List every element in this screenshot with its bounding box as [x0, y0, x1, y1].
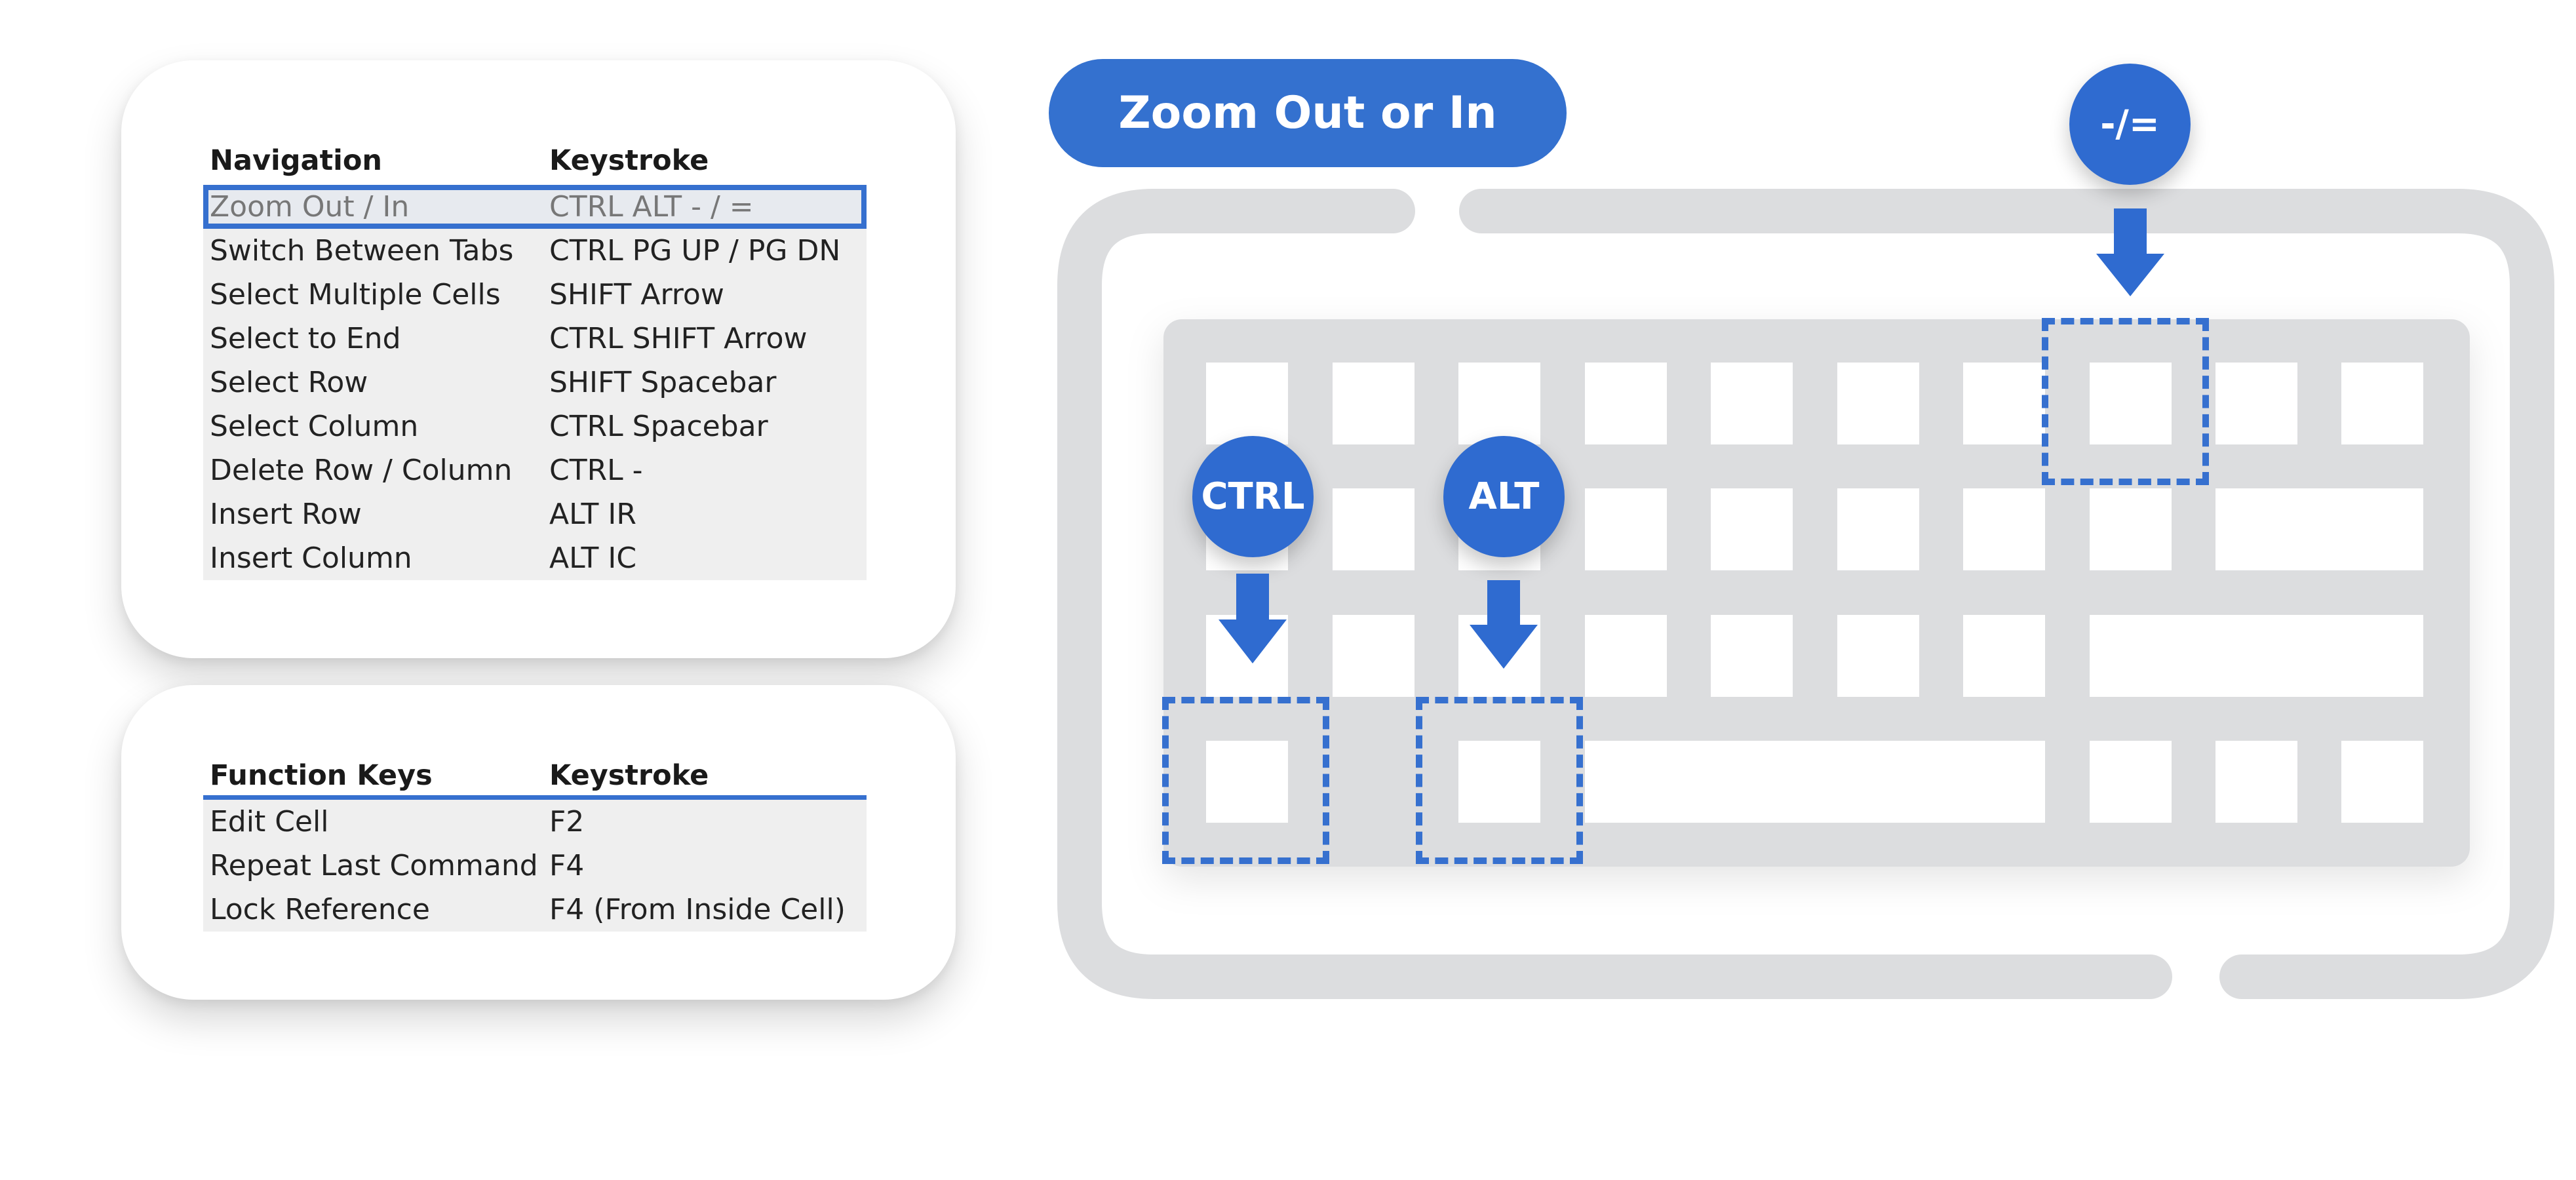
- table-row: Insert Column ALT IC: [203, 536, 867, 580]
- down-arrow-icon: [1219, 574, 1287, 663]
- function-keys-header: Function Keys: [210, 759, 433, 792]
- function-table-header: Function Keys Keystroke: [203, 751, 867, 800]
- minus-equals-key-highlight: [2042, 318, 2209, 485]
- keyboard-key: [1711, 363, 1793, 444]
- row-action: Select Column: [210, 410, 419, 443]
- keyboard-key: [2090, 741, 2172, 823]
- keyboard-key: [2215, 363, 2297, 444]
- row-keys: CTRL SHIFT Arrow: [549, 322, 808, 355]
- function-table-body: Edit Cell F2 Repeat Last Command F4 Lock…: [203, 800, 867, 932]
- row-action: Zoom Out / In: [210, 190, 410, 224]
- row-keys: CTRL Spacebar: [549, 410, 768, 443]
- row-keys: F4 (From Inside Cell): [549, 893, 846, 926]
- keyboard-key: [1585, 741, 2045, 823]
- alt-key-label: ALT: [1443, 436, 1565, 557]
- ctrl-key-label: CTRL: [1192, 436, 1314, 557]
- ctrl-label-text: CTRL: [1201, 475, 1305, 518]
- keystroke-header: Keystroke: [549, 144, 709, 177]
- keyboard-key: [1837, 488, 1919, 570]
- row-action: Switch Between Tabs: [210, 234, 514, 267]
- keyboard-key: [2341, 741, 2423, 823]
- down-arrow-icon: [2096, 208, 2164, 296]
- keyboard-key: [2090, 363, 2172, 444]
- row-keys: F2: [549, 805, 585, 838]
- row-action: Edit Cell: [210, 805, 329, 838]
- navigation-card: Navigation Keystroke Zoom Out / In CTRL …: [121, 60, 956, 658]
- row-action: Insert Row: [210, 498, 362, 531]
- row-action: Delete Row / Column: [210, 454, 513, 487]
- keyboard-key: [2090, 615, 2423, 697]
- alt-label-text: ALT: [1468, 475, 1540, 518]
- alt-key-highlight: [1416, 697, 1583, 864]
- navigation-table-header: Navigation Keystroke: [203, 136, 867, 185]
- minus-equals-label-text: -/=: [2100, 103, 2160, 146]
- keyboard-key: [2341, 363, 2423, 444]
- function-keys-table: Function Keys Keystroke Edit Cell F2 Rep…: [203, 751, 867, 932]
- row-keys: CTRL PG UP / PG DN: [549, 234, 841, 267]
- row-action: Lock Reference: [210, 893, 430, 926]
- row-action: Select Row: [210, 366, 368, 399]
- keyboard-key: [1333, 363, 1415, 444]
- table-row: Select to End CTRL SHIFT Arrow: [203, 317, 867, 361]
- keystroke-header: Keystroke: [549, 759, 709, 792]
- row-keys: SHIFT Spacebar: [549, 366, 777, 399]
- keyboard-key: [1458, 363, 1540, 444]
- keyboard-key: [1585, 488, 1667, 570]
- navigation-table-body: Zoom Out / In CTRL ALT - / = Switch Betw…: [203, 185, 867, 580]
- keyboard-key: [1963, 363, 2045, 444]
- keyboard-key: [1206, 741, 1288, 823]
- table-row: Delete Row / Column CTRL -: [203, 448, 867, 492]
- navigation-header: Navigation: [210, 144, 383, 177]
- navigation-table: Navigation Keystroke Zoom Out / In CTRL …: [203, 136, 867, 580]
- row-action: Select Multiple Cells: [210, 278, 501, 311]
- row-keys: ALT IC: [549, 541, 637, 575]
- keyboard-key: [1333, 615, 1415, 697]
- row-keys: ALT IR: [549, 498, 636, 531]
- diagram-title: Zoom Out or In: [1118, 87, 1497, 139]
- keyboard-key: [1963, 615, 2045, 697]
- keyboard-key: [1711, 488, 1793, 570]
- keyboard-key: [2215, 741, 2297, 823]
- keyboard-key: [1837, 615, 1919, 697]
- keyboard-key: [1458, 741, 1540, 823]
- keyboard-key: [1333, 488, 1415, 570]
- table-row: Select Multiple Cells SHIFT Arrow: [203, 273, 867, 317]
- table-row: Edit Cell F2: [203, 800, 867, 844]
- table-row-zoom: Zoom Out / In CTRL ALT - / =: [203, 185, 867, 229]
- row-keys: CTRL -: [549, 454, 643, 487]
- keyboard-key: [1837, 363, 1919, 444]
- row-keys: CTRL ALT - / =: [549, 190, 754, 224]
- row-action: Repeat Last Command: [210, 849, 538, 882]
- keyboard-key: [1206, 363, 1288, 444]
- keyboard-key: [1585, 615, 1667, 697]
- table-row: Repeat Last Command F4: [203, 844, 867, 888]
- keyboard-key: [1585, 363, 1667, 444]
- table-row: Lock Reference F4 (From Inside Cell): [203, 888, 867, 932]
- table-row: Select Column CTRL Spacebar: [203, 404, 867, 448]
- table-row: Insert Row ALT IR: [203, 492, 867, 536]
- ctrl-key-highlight: [1162, 697, 1329, 864]
- keyboard-key: [1963, 488, 2045, 570]
- keyboard-key: [1711, 615, 1793, 697]
- table-row: Select Row SHIFT Spacebar: [203, 361, 867, 404]
- zoom-title-pill: Zoom Out or In: [1049, 59, 1567, 167]
- row-keys: SHIFT Arrow: [549, 278, 724, 311]
- row-action: Insert Column: [210, 541, 412, 575]
- keyboard-key: [2090, 488, 2172, 570]
- function-keys-card: Function Keys Keystroke Edit Cell F2 Rep…: [121, 685, 956, 1000]
- row-action: Select to End: [210, 322, 401, 355]
- table-row: Switch Between Tabs CTRL PG UP / PG DN: [203, 229, 867, 273]
- keyboard-outline: [1057, 189, 2554, 999]
- keyboard-key: [2215, 488, 2423, 570]
- row-keys: F4: [549, 849, 585, 882]
- down-arrow-icon: [1470, 580, 1538, 669]
- minus-equals-key-label: -/=: [2069, 64, 2191, 185]
